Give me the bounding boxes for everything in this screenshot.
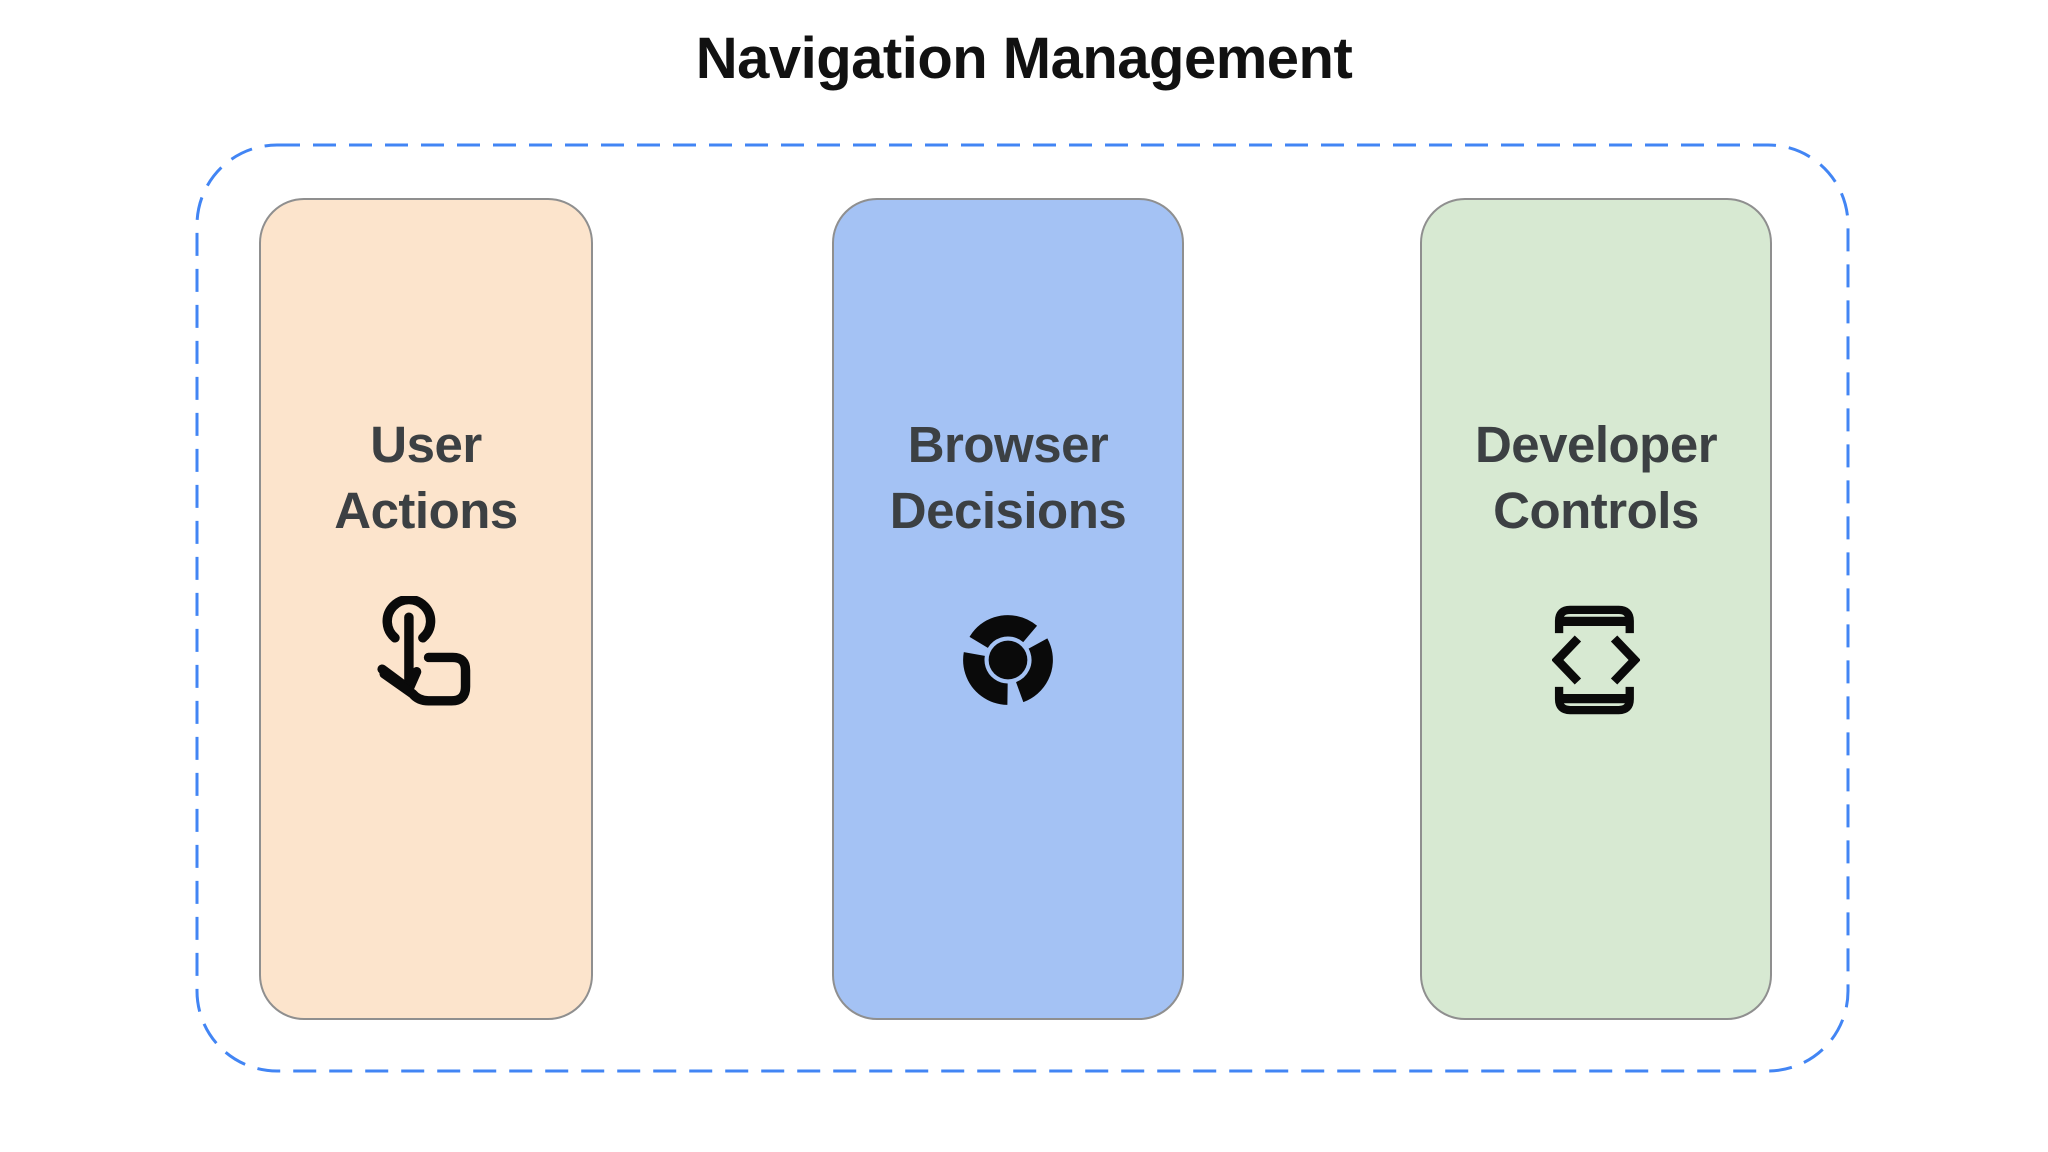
card-label-line: Controls <box>1493 482 1699 539</box>
card-label: Browser Decisions <box>889 412 1127 544</box>
chrome-browser-icon <box>963 615 1053 705</box>
developer-mode-icon <box>1552 605 1640 715</box>
card-developer-controls: Developer Controls <box>1420 198 1772 1020</box>
card-browser-decisions: Browser Decisions <box>832 198 1184 1020</box>
card-label-line: Developer <box>1474 416 1718 473</box>
card-label: User Actions <box>334 412 518 544</box>
card-label-line: Actions <box>334 482 518 539</box>
page-title: Navigation Management <box>695 26 1353 91</box>
card-user-actions: User Actions <box>259 198 593 1020</box>
dashed-border <box>195 143 1850 1073</box>
card-label-line: Decisions <box>889 482 1127 539</box>
card-label-line: User <box>370 416 482 473</box>
card-label: Developer Controls <box>1474 412 1718 544</box>
touch-gesture-icon <box>377 596 471 706</box>
navigation-management-boundary: User Actions Browser Decisions <box>195 143 1850 1073</box>
card-label-line: Browser <box>907 416 1109 473</box>
